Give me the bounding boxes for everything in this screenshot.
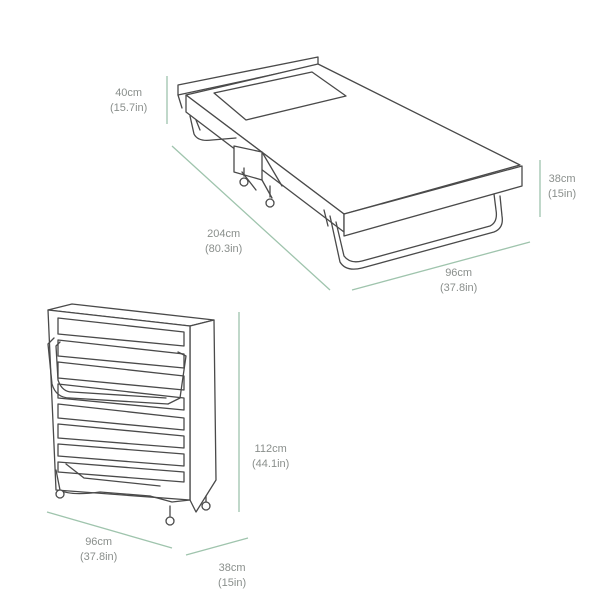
folded-depth-imperial: (15in) (218, 577, 247, 589)
wheel-1 (239, 177, 249, 187)
label-folded-height: 112cm (44.1in) (252, 442, 289, 472)
headboard-post (177, 94, 183, 109)
label-open-height: 40cm (15.7in) (110, 86, 147, 116)
folded-height-imperial: (44.1in) (252, 458, 290, 470)
label-folded-depth: 38cm (15in) (218, 561, 246, 591)
dim-line-open-width (351, 241, 531, 291)
label-open-depth: 38cm (15in) (548, 172, 576, 202)
open-length-imperial: (80.3in) (205, 243, 243, 255)
dim-line-folded-width (46, 511, 173, 549)
folded-width-metric: 96cm (85, 536, 113, 548)
open-width-imperial: (37.8in) (440, 282, 478, 294)
label-open-width: 96cm (37.8in) (440, 266, 477, 296)
label-open-length: 204cm (80.3in) (205, 227, 242, 257)
open-height-metric: 40cm (115, 87, 143, 99)
folded-wheel-3 (201, 501, 211, 511)
folded-back-panel (189, 319, 217, 513)
folded-depth-metric: 38cm (218, 562, 246, 574)
footboard (343, 165, 523, 237)
open-width-metric: 96cm (445, 267, 473, 279)
label-folded-width: 96cm (37.8in) (80, 535, 117, 565)
open-depth-metric: 38cm (548, 173, 576, 185)
wheel-2 (265, 198, 275, 208)
folded-width-imperial: (37.8in) (80, 551, 118, 563)
folded-wheel-2 (165, 516, 175, 526)
folded-handle-right (167, 351, 187, 405)
pillow-panel (213, 71, 347, 121)
dim-line-open-length (171, 145, 331, 291)
dim-line-folded-depth (185, 537, 249, 556)
folded-handle-left (47, 337, 169, 405)
frame-tube-foot (329, 195, 503, 270)
open-length-metric: 204cm (207, 228, 241, 240)
open-height-imperial: (15.7in) (110, 102, 148, 114)
folded-height-metric: 112cm (254, 443, 287, 455)
folded-wheel-1 (55, 489, 65, 499)
open-depth-imperial: (15in) (548, 188, 577, 200)
frame-tube-head (189, 115, 237, 142)
